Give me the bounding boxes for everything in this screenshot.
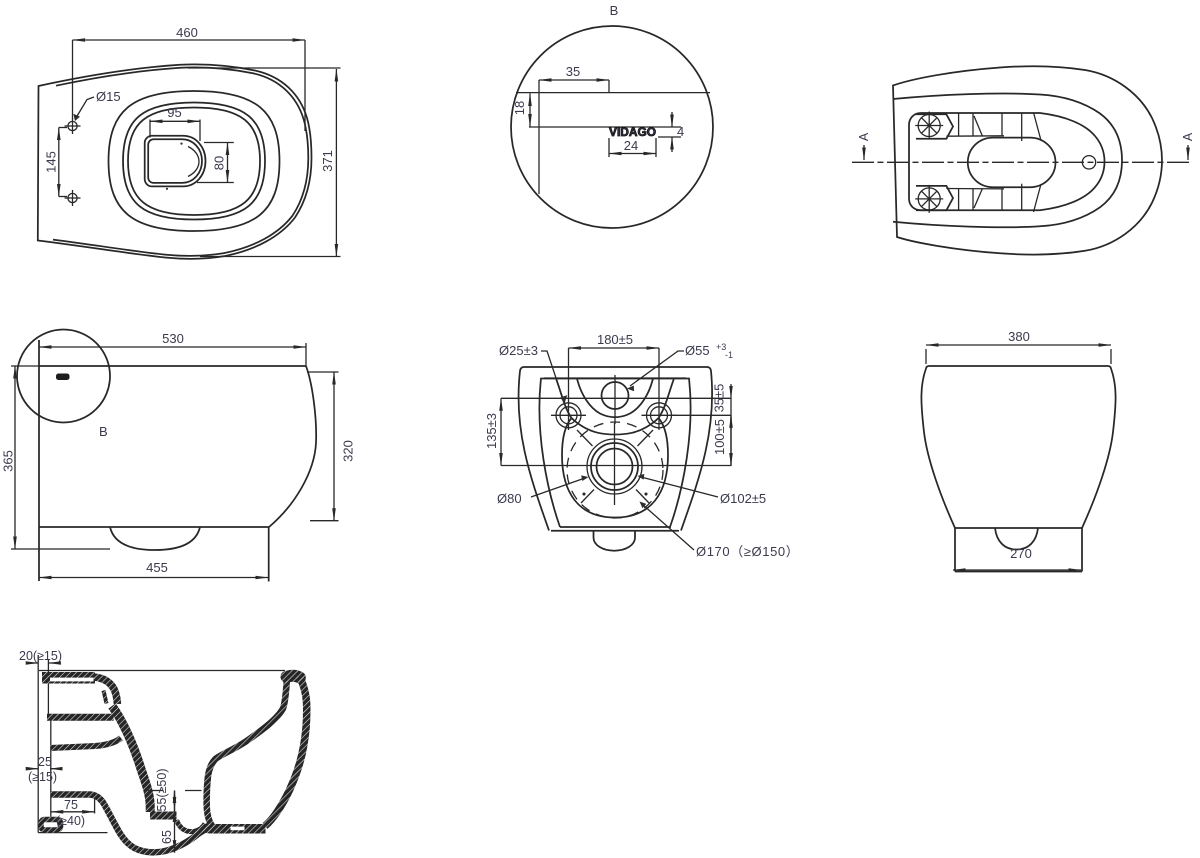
svg-text:A: A — [857, 132, 871, 141]
svg-text:Ø15: Ø15 — [96, 89, 121, 104]
svg-text:95: 95 — [167, 105, 181, 120]
svg-text:35: 35 — [566, 64, 580, 79]
svg-text:Ø80: Ø80 — [497, 491, 522, 506]
svg-text:75: 75 — [64, 798, 78, 812]
svg-text:20(≥15): 20(≥15) — [19, 649, 62, 663]
svg-text:365: 365 — [1, 450, 16, 472]
svg-text:4: 4 — [677, 124, 684, 139]
svg-text:18: 18 — [512, 101, 527, 115]
svg-text:65: 65 — [160, 830, 174, 844]
svg-text:145: 145 — [44, 151, 59, 173]
svg-text:460: 460 — [176, 25, 198, 40]
svg-text:455: 455 — [146, 560, 168, 575]
svg-text:Ø25±3: Ø25±3 — [499, 343, 538, 358]
svg-text:Ø55: Ø55 — [685, 343, 710, 358]
svg-text:35±5: 35±5 — [712, 384, 727, 413]
svg-text:270: 270 — [1010, 546, 1032, 561]
svg-text:100±5: 100±5 — [712, 419, 727, 455]
svg-text:530: 530 — [162, 331, 184, 346]
svg-text:24: 24 — [624, 138, 638, 153]
svg-text:135±3: 135±3 — [484, 413, 499, 449]
svg-text:+3: +3 — [716, 342, 726, 352]
svg-text:VIDAGO: VIDAGO — [609, 127, 656, 139]
svg-text:(≥15): (≥15) — [28, 770, 57, 784]
svg-text:371: 371 — [320, 150, 335, 172]
svg-text:25: 25 — [38, 755, 52, 769]
svg-text:Ø102±5: Ø102±5 — [720, 491, 766, 506]
svg-text:(≥40): (≥40) — [56, 814, 85, 828]
svg-text:380: 380 — [1008, 329, 1030, 344]
svg-text:320: 320 — [341, 440, 356, 462]
svg-text:55(≥50): 55(≥50) — [155, 769, 169, 812]
svg-text:180±5: 180±5 — [597, 332, 633, 347]
svg-text:A: A — [1181, 132, 1195, 141]
svg-text:B: B — [99, 424, 108, 439]
svg-text:Ø170（≥Ø150）: Ø170（≥Ø150） — [696, 544, 799, 559]
svg-text:-1: -1 — [725, 350, 733, 360]
svg-text:80: 80 — [212, 156, 227, 170]
svg-text:B: B — [610, 3, 619, 18]
